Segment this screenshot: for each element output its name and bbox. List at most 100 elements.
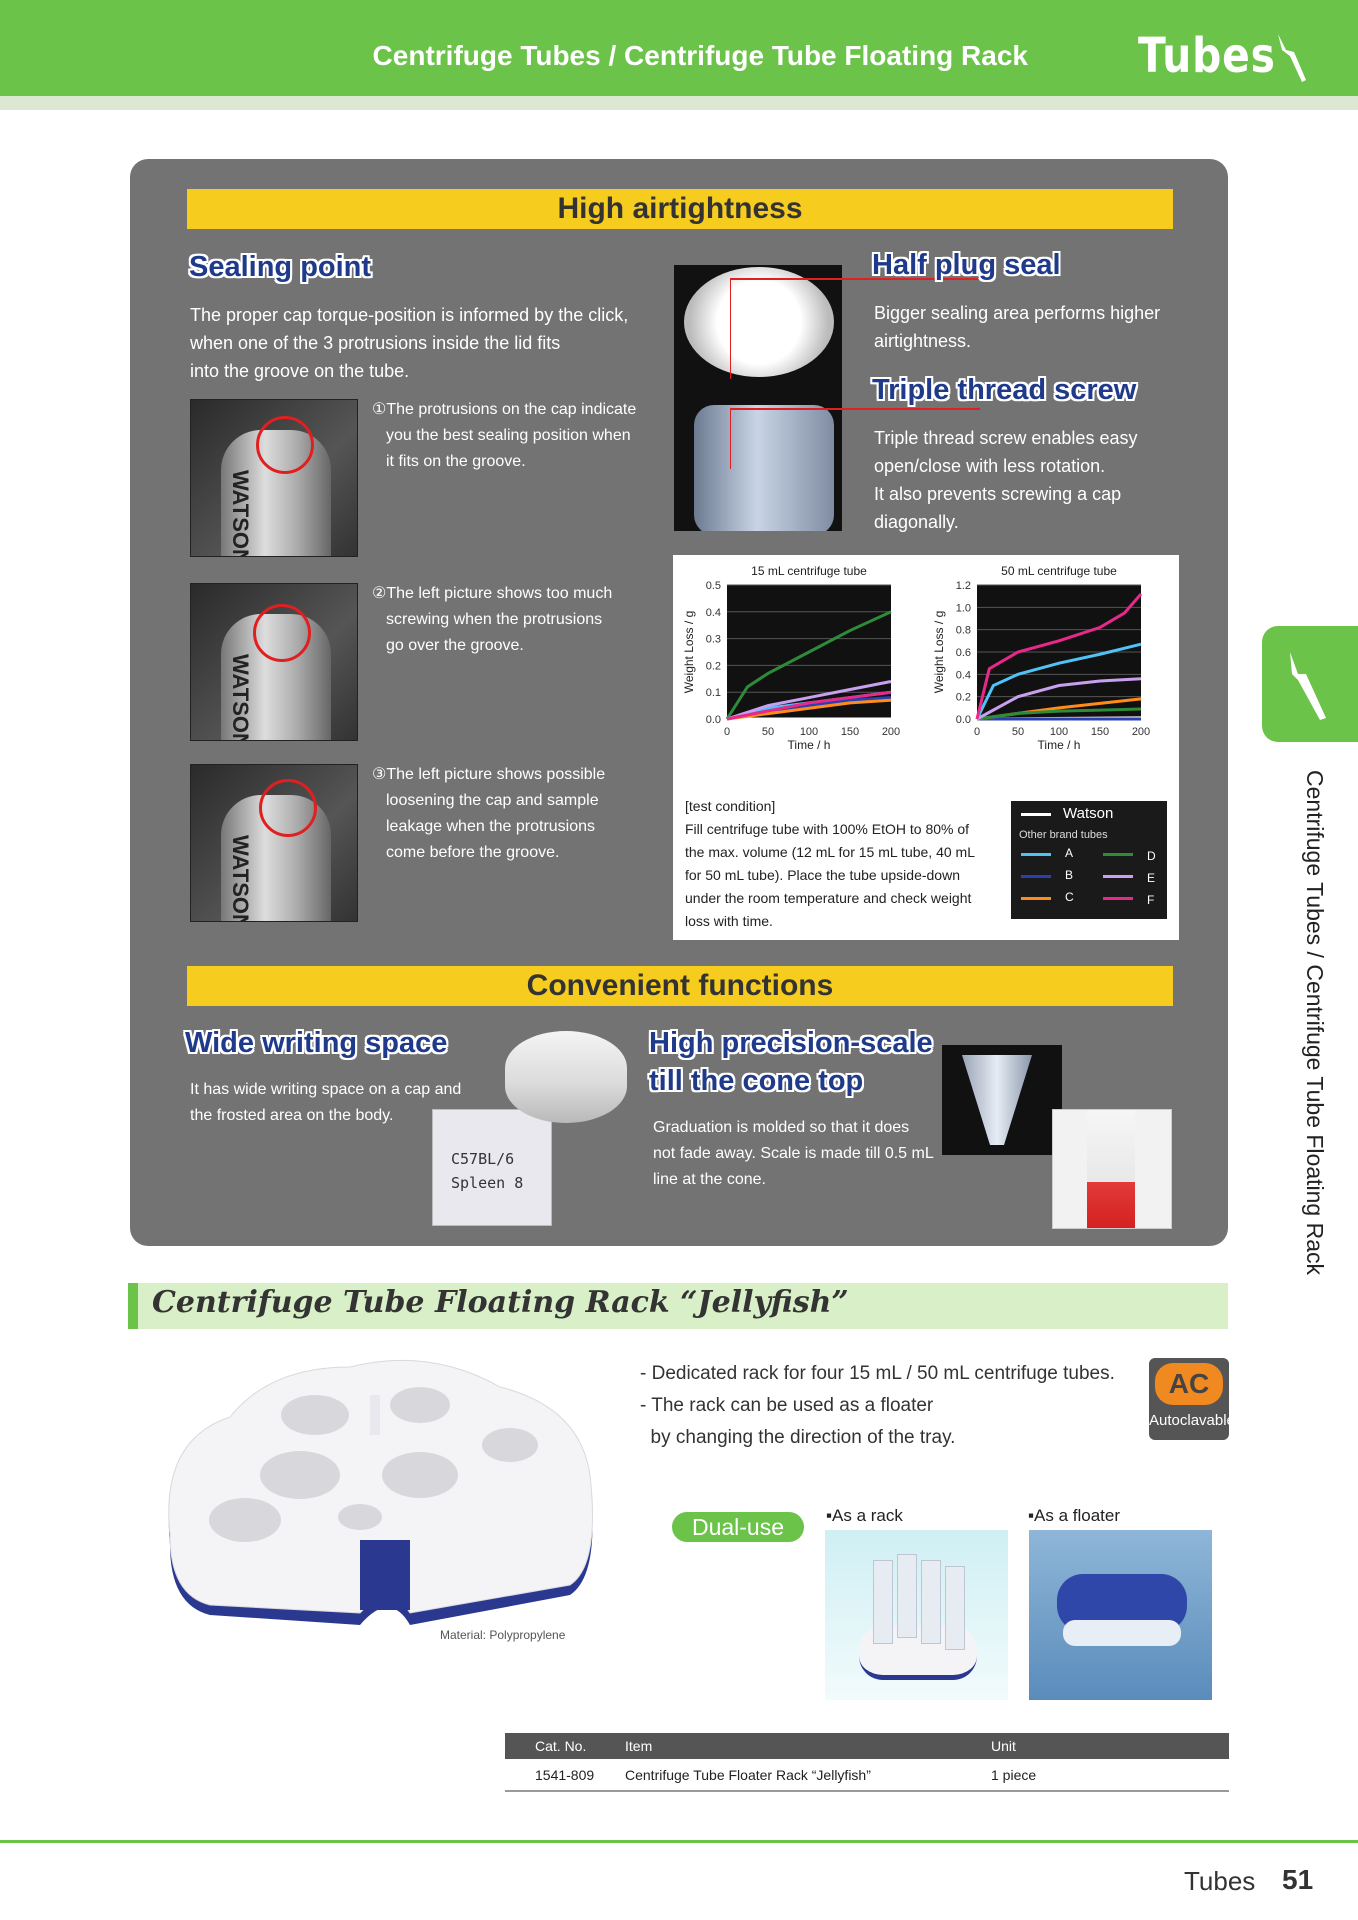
note-2-line: go over the groove. bbox=[386, 637, 524, 654]
legend-d: D bbox=[1147, 849, 1156, 863]
sealing-point-title: Sealing point bbox=[189, 251, 372, 283]
triple-thread-title: Triple thread screw bbox=[872, 374, 1137, 406]
series-line-d bbox=[976, 707, 1142, 721]
legend-b: B bbox=[1065, 868, 1074, 882]
triple-line: diagonally. bbox=[874, 512, 959, 532]
jelly-bullet-3: by changing the direction of the tray. bbox=[640, 1427, 956, 1448]
cap-photo-1: WATSON bbox=[190, 399, 358, 557]
triple-thread-text: Triple thread screw enables easy open/cl… bbox=[874, 424, 1137, 536]
tube-image bbox=[897, 1554, 917, 1638]
as-floater-label: ▪As a floater bbox=[1028, 1506, 1121, 1525]
x-tick-label: 50 bbox=[1012, 726, 1024, 738]
photo-brand-text: WATSON bbox=[228, 654, 253, 741]
note-2: ②The left picture shows too much screwin… bbox=[372, 581, 612, 659]
test-condition-line: Fill centrifuge tube with 100% EtOH to 8… bbox=[685, 821, 970, 837]
half-plug-text: Bigger sealing area performs higher airt… bbox=[874, 299, 1160, 355]
legend-other: Other brand tubes bbox=[1019, 829, 1108, 841]
precision-line: Graduation is molded so that it does bbox=[653, 1119, 910, 1136]
highlight-circle bbox=[259, 779, 317, 837]
x-axis-label: Time / h bbox=[788, 738, 831, 752]
sealing-point-text: The proper cap torque-position is inform… bbox=[190, 301, 628, 385]
tube-image bbox=[921, 1560, 941, 1644]
note-2-line: ②The left picture shows too much bbox=[372, 585, 613, 602]
precision-title-2: till the cone top bbox=[649, 1065, 864, 1097]
x-tick-label: 150 bbox=[841, 726, 859, 738]
pipette-icon bbox=[1278, 34, 1306, 82]
as-rack-label: ▪As a rack bbox=[826, 1506, 903, 1525]
legend-swatch-b bbox=[1021, 875, 1051, 878]
y-axis-label: Weight Loss / g bbox=[932, 611, 946, 694]
catalog-table: Cat. No. Item Unit 1541-809 Centrifuge T… bbox=[505, 1733, 1229, 1792]
y-tick-label: 0.1 bbox=[706, 687, 721, 699]
pipette-tip-icon bbox=[1290, 652, 1326, 720]
cone-tip-photo bbox=[942, 1045, 1062, 1155]
triple-line: It also prevents screwing a cap bbox=[874, 484, 1122, 504]
note-3-line: come before the groove. bbox=[386, 844, 560, 861]
autoclave-icon: AC bbox=[1155, 1363, 1223, 1405]
floater-usage-photo bbox=[1029, 1530, 1212, 1700]
legend-swatch-e bbox=[1103, 875, 1133, 878]
test-condition-line: for 50 mL tube). Place the tube upside-d… bbox=[685, 867, 960, 883]
series-line-f bbox=[726, 690, 892, 721]
legend-f: F bbox=[1147, 893, 1155, 907]
red-liquid-tube bbox=[1087, 1110, 1135, 1228]
test-condition: [test condition] Fill centrifuge tube wi… bbox=[685, 795, 1005, 933]
cell-unit: 1 piece bbox=[991, 1766, 1037, 1783]
note-3-line: leakage when the protrusions bbox=[386, 818, 596, 835]
wide-line: It has wide writing space on a cap and bbox=[190, 1081, 462, 1098]
dual-use-badge: Dual-use bbox=[672, 1512, 804, 1542]
wide-writing-title: Wide writing space bbox=[185, 1027, 448, 1059]
highlight-circle bbox=[256, 416, 314, 474]
note-1-line: you the best sealing position when bbox=[386, 427, 631, 444]
series-line-c bbox=[726, 698, 892, 721]
side-tab[interactable] bbox=[1262, 626, 1358, 742]
cap-image bbox=[684, 267, 834, 377]
note-2-line: screwing when the protrusions bbox=[386, 611, 603, 628]
banner-convenient-functions: Convenient functions bbox=[187, 966, 1173, 1006]
x-tick-label: 200 bbox=[882, 726, 900, 738]
triple-line: open/close with less rotation. bbox=[874, 456, 1106, 476]
header-title: Centrifuge Tubes / Centrifuge Tube Float… bbox=[372, 40, 1028, 71]
page-number: 51 bbox=[1282, 1864, 1314, 1895]
callout-lines bbox=[730, 278, 980, 469]
legend-swatch-watson bbox=[1021, 813, 1051, 816]
legend-swatch-d bbox=[1103, 853, 1133, 856]
cell-item: Centrifuge Tube Floater Rack “Jellyfish” bbox=[625, 1766, 871, 1783]
tube-thread-image bbox=[694, 405, 834, 531]
material-note: Material: Polypropylene bbox=[440, 1628, 566, 1642]
photo-brand-text: WATSON bbox=[228, 470, 253, 557]
jellyfish-title-bar bbox=[128, 1283, 1228, 1329]
cap-and-tube-photo bbox=[674, 265, 842, 531]
footer-line bbox=[0, 1840, 1358, 1843]
y-tick-label: 0.4 bbox=[956, 669, 971, 681]
precision-title-1: High precision-scale bbox=[649, 1027, 933, 1059]
series-line-f bbox=[975, 592, 1143, 720]
col-header-unit: Unit bbox=[991, 1738, 1016, 1754]
precision-line: not fade away. Scale is made till 0.5 mL bbox=[653, 1145, 934, 1162]
header-stripe bbox=[0, 96, 1358, 110]
x-tick-label: 100 bbox=[1050, 726, 1068, 738]
rack-usage-photo bbox=[825, 1530, 1008, 1700]
test-condition-line: loss with time. bbox=[685, 913, 773, 929]
chart-title: 50 mL centrifuge tube bbox=[1001, 564, 1117, 578]
side-tab-label: Centrifuge Tubes / Centrifuge Tube Float… bbox=[1302, 770, 1328, 1276]
graduation-photo bbox=[1052, 1109, 1172, 1229]
series-line-e bbox=[726, 680, 892, 721]
test-condition-line: the max. volume (12 mL for 15 mL tube, 4… bbox=[685, 844, 975, 860]
sealing-line-2: when one of the 3 protrusions inside the… bbox=[190, 333, 561, 353]
legend-c: C bbox=[1065, 890, 1074, 904]
jelly-bullet-2: - The rack can be used as a floater bbox=[640, 1395, 934, 1416]
note-1-line: it fits on the groove. bbox=[386, 453, 526, 470]
table-row: 1541-809 Centrifuge Tube Floater Rack “J… bbox=[505, 1759, 1229, 1791]
floater-base-image bbox=[1063, 1620, 1181, 1646]
handwritten-label-1: C57BL/6 bbox=[451, 1150, 515, 1168]
triple-line: Triple thread screw enables easy bbox=[874, 428, 1138, 448]
y-tick-label: 0.4 bbox=[706, 607, 721, 619]
y-tick-label: 0.0 bbox=[706, 714, 721, 726]
chart-title: 15 mL centrifuge tube bbox=[751, 564, 867, 578]
banner-high-airtightness: High airtightness bbox=[187, 189, 1173, 229]
cap-photo-3: WATSON bbox=[190, 764, 358, 922]
sealing-line-1: The proper cap torque-position is inform… bbox=[190, 305, 629, 325]
x-tick-label: 0 bbox=[724, 726, 730, 738]
